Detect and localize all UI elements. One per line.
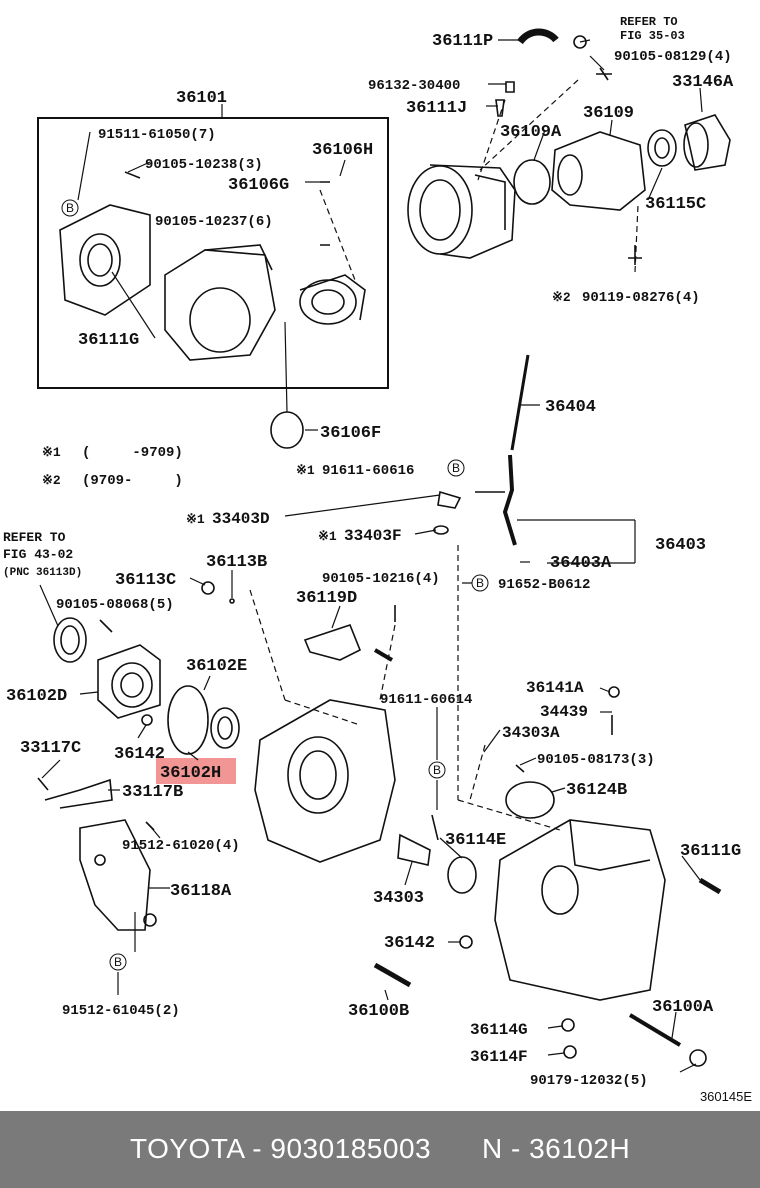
bolt-marker: B	[476, 576, 484, 590]
label-star2-top: ※2	[552, 290, 571, 305]
bolt-marker: B	[433, 763, 441, 777]
label-96132-30400: 96132-30400	[368, 78, 460, 94]
label-36109: 36109	[583, 104, 634, 123]
part-highlight	[156, 758, 236, 784]
label-36113C: 36113C	[115, 571, 176, 590]
label-36404: 36404	[545, 398, 596, 417]
label-star2-legend: ※2	[42, 473, 61, 488]
label-36102E: 36102E	[186, 657, 247, 676]
label-90105-10237: 90105-10237(6)	[155, 214, 273, 230]
label-90105-08173: 90105-08173(3)	[537, 752, 655, 768]
label-36403: 36403	[655, 536, 706, 555]
label-34439: 34439	[540, 703, 588, 721]
label-refer-43-c: (PNC 36113D)	[3, 567, 82, 579]
label-36100A: 36100A	[652, 998, 714, 1017]
label-star1-legend: ※1	[42, 445, 61, 460]
label-33146A: 33146A	[672, 73, 734, 92]
part-drawings	[37, 28, 731, 1073]
label-36114E: 36114E	[445, 831, 506, 850]
label-star2-range: (9709- )	[82, 473, 183, 489]
label-90105-08129: 90105-08129(4)	[614, 49, 732, 65]
label-star1-b: ※1	[186, 512, 205, 527]
label-34303: 34303	[373, 889, 424, 908]
footer-pnc: N - 36102H	[482, 1133, 631, 1164]
label-refer-35-a: REFER TO	[620, 15, 678, 29]
transfer-case-top	[407, 28, 731, 265]
label-36119D: 36119D	[296, 589, 357, 608]
label-36102H: 36102H	[160, 764, 221, 783]
label-36142-bottom: 36142	[384, 934, 435, 953]
bolt-marker: B	[66, 201, 74, 215]
label-36111J: 36111J	[406, 99, 467, 118]
label-star1-range: ( -9709)	[82, 445, 183, 461]
label-33117B: 33117B	[122, 783, 183, 802]
label-36142-left: 36142	[114, 745, 165, 764]
label-36106F: 36106F	[320, 424, 381, 443]
label-36106G: 36106G	[228, 176, 289, 195]
bolt-marker: B	[452, 461, 460, 475]
label-refer-43-a: REFER TO	[3, 530, 66, 545]
label-refer-43-b: FIG 43-02	[3, 547, 73, 562]
label-90105-10216: 90105-10216(4)	[322, 571, 440, 587]
label-36114F: 36114F	[470, 1048, 528, 1066]
label-34303A: 34303A	[502, 724, 560, 742]
label-90105-10238: 90105-10238(3)	[145, 157, 263, 173]
label-36141A: 36141A	[526, 679, 584, 697]
label-33403D: 33403D	[212, 510, 270, 528]
label-36124B: 36124B	[566, 781, 627, 800]
label-91512-61045: 91512-61045(2)	[62, 1003, 180, 1019]
label-36102D: 36102D	[6, 687, 67, 706]
label-star1-c: ※1	[318, 529, 337, 544]
label-36113B: 36113B	[206, 553, 267, 572]
label-36109A: 36109A	[500, 123, 562, 142]
bolt-marker: B	[114, 955, 122, 969]
label-90179-12032: 90179-12032(5)	[530, 1073, 648, 1089]
part-labels: 36111P REFER TO FIG 35-03 90105-08129(4)…	[3, 15, 741, 1089]
label-91611-60614: 91611-60614	[380, 692, 472, 708]
label-33403F: 33403F	[344, 527, 402, 545]
o-ring-36106F	[270, 411, 304, 449]
label-36111G-right: 36111G	[680, 842, 741, 861]
label-91611-60616: 91611-60616	[322, 463, 414, 479]
label-36111G-top: 36111G	[78, 331, 139, 350]
label-36114G: 36114G	[470, 1021, 528, 1039]
label-36403A: 36403A	[550, 554, 612, 573]
label-90105-08068: 90105-08068(5)	[56, 597, 174, 613]
label-36111P: 36111P	[432, 32, 493, 51]
label-90119-08276: 90119-08276(4)	[582, 290, 700, 306]
label-36106H: 36106H	[312, 141, 373, 160]
inset-box-36101	[37, 117, 389, 389]
label-36101: 36101	[176, 89, 227, 108]
label-91512-61020: 91512-61020(4)	[122, 838, 240, 854]
label-refer-35-b: FIG 35-03	[620, 29, 685, 43]
label-36115C: 36115C	[645, 195, 706, 214]
parts-diagram: B B B B B 36111P REFER TO FIG 35-03 9010…	[3, 15, 741, 1089]
label-91652-B0612: 91652-B0612	[498, 577, 590, 593]
label-36118A: 36118A	[170, 882, 232, 901]
bolt-markers: B B B B B	[61, 199, 489, 971]
figure-code: 360145E	[699, 1089, 752, 1104]
footer-bar: TOYOTA - 9030185003 N - 36102H	[0, 1111, 760, 1188]
inset-parts	[59, 171, 366, 361]
label-33117C: 33117C	[20, 739, 81, 758]
label-91511-61050: 91511-61050(7)	[98, 127, 216, 143]
label-36100B: 36100B	[348, 1002, 409, 1021]
label-star1-a: ※1	[296, 463, 315, 478]
footer-brand-part-number: TOYOTA - 9030185003	[130, 1133, 432, 1164]
